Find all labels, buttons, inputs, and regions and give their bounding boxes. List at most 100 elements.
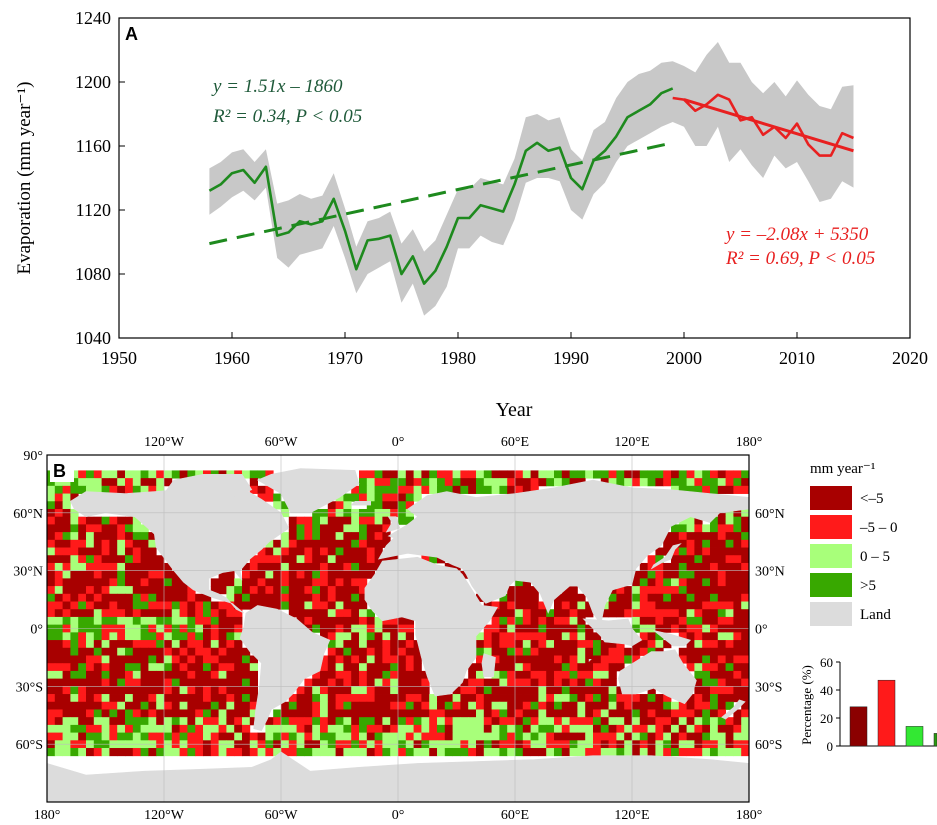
map-cell [187,663,196,672]
map-cell [125,640,134,649]
map-cell [164,717,173,726]
map-cell [507,586,516,595]
map-cell [390,555,399,564]
map-cell [281,701,290,710]
map-cell [242,593,251,602]
map-cell [210,686,219,695]
map-cell [54,493,63,502]
map-cell [273,586,282,595]
map-cell [632,717,641,726]
map-cell [600,470,609,479]
map-cell [62,655,71,664]
map-cell [702,701,711,710]
map-cell [491,678,500,687]
map-cell [577,701,586,710]
map-cell [125,616,134,626]
map-cell [476,640,485,649]
map-cell [296,555,305,564]
map-cell [70,663,79,672]
map-cell [187,701,196,710]
map-cell [585,601,594,610]
map-cell [639,478,648,487]
map-cell [663,748,672,757]
map-cell [686,616,695,626]
map-cell [546,655,555,664]
map-cell [234,717,243,726]
map-cell [647,593,656,602]
map-cell [164,709,173,718]
map-cell [273,732,282,741]
map-cell [655,640,664,649]
map-cell [663,478,672,487]
map-cell [70,539,79,548]
map-cell [421,670,430,680]
map-cell [312,555,321,564]
map-cell [647,632,656,641]
map-cell [468,724,477,733]
map-cell [125,732,134,741]
map-cell [515,593,524,602]
map-cell [335,717,344,726]
map-cell [655,478,664,487]
map-cell [257,586,266,595]
map-cell [327,663,336,672]
map-cell [132,678,141,687]
map-cell [366,717,375,726]
map-cell [156,678,165,687]
map-cell [382,485,391,494]
map-cell [265,717,274,726]
map-cell [54,748,63,757]
map-cell [249,694,258,703]
map-cell [624,586,633,595]
map-cell [741,578,750,587]
map-cell [452,732,461,741]
map-cell [320,532,329,541]
map-cell [327,694,336,703]
map-cell [249,686,258,695]
map-cell [70,562,79,572]
map-cell [70,724,79,733]
map-cell [54,694,63,703]
map-cell [686,724,695,733]
map-cell [452,724,461,733]
map-cell [577,709,586,718]
map-cell [374,686,383,695]
map-cell [257,601,266,610]
map-cell [78,732,87,741]
map-cell [101,601,110,610]
map-cell [101,678,110,687]
map-cell [499,717,508,726]
map-cell [374,616,383,626]
map-cell [148,663,157,672]
map-cell [187,647,196,656]
map-cell [507,709,516,718]
map-cell [249,709,258,718]
map-cell [140,670,149,680]
map-cell [398,663,407,672]
map-cell [320,616,329,626]
map-cell [366,532,375,541]
map-cell [351,547,360,556]
map-cell [288,555,297,564]
map-cell [554,640,563,649]
legend-label: Land [860,607,891,623]
map-cell [132,586,141,595]
map-cell [678,578,687,587]
map-cell [499,678,508,687]
map-cell [655,593,664,602]
map-cell [210,724,219,733]
map-cell [507,694,516,703]
map-cell [54,632,63,641]
map-cell [444,701,453,710]
map-cell [249,478,258,487]
map-cell [320,655,329,664]
map-cell [561,601,570,610]
map-cell [125,555,134,564]
map-cell [632,694,641,703]
map-cell [561,678,570,687]
map-cell [132,670,141,680]
map-cell [78,616,87,626]
map-cell [171,570,180,579]
map-cell [125,532,134,541]
map-cell [54,609,63,618]
